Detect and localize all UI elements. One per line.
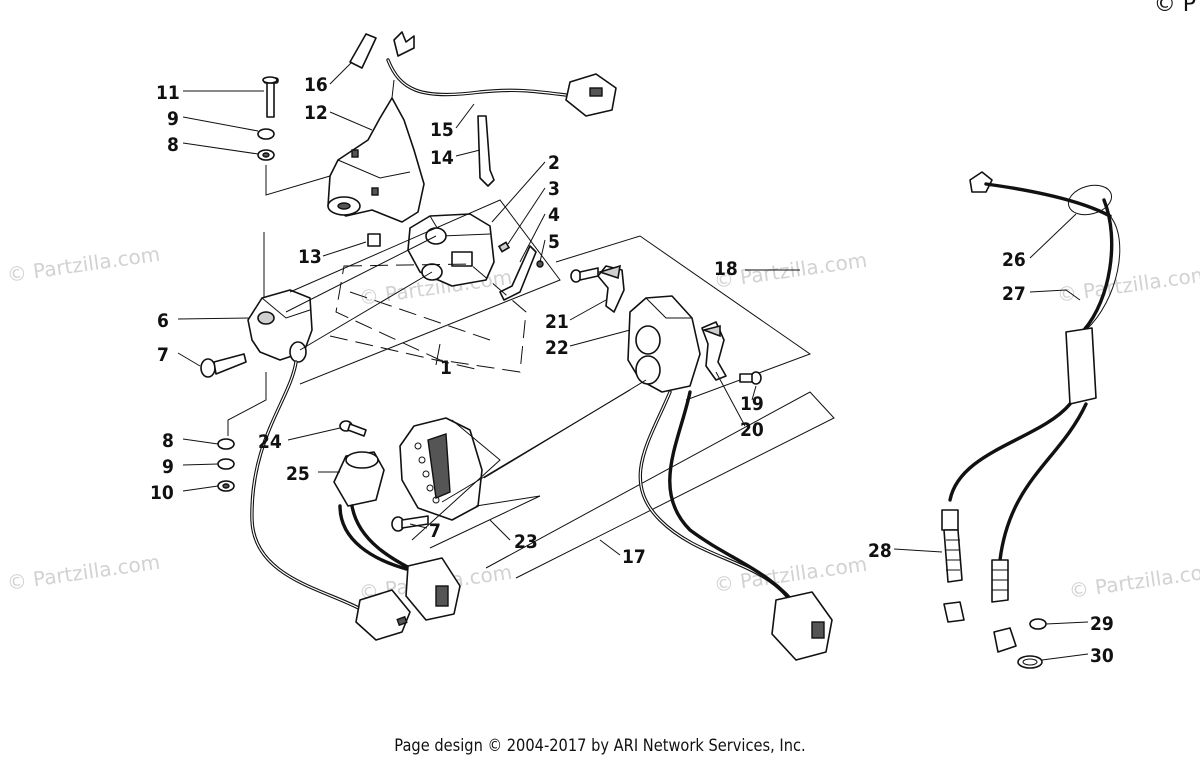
switch-23 [399, 417, 483, 521]
callout-6: 6 [157, 310, 169, 332]
callout-11: 11 [156, 82, 180, 104]
callout-25: 25 [286, 463, 310, 485]
callout-22: 22 [545, 337, 569, 359]
callout-29: 29 [1090, 613, 1114, 635]
switch-body-2 [407, 213, 495, 287]
callout-16: 16 [304, 74, 328, 96]
callout-14: 14 [430, 147, 454, 169]
clamp-12 [327, 79, 425, 223]
terminal-16 [349, 33, 377, 69]
callout-23: 23 [514, 531, 538, 553]
callout-21: 21 [545, 311, 569, 333]
cable-assembly [941, 171, 1121, 669]
contact-4 [499, 245, 537, 301]
callout-9: 9 [167, 108, 179, 130]
washer-9 [257, 128, 275, 140]
page-footer: Page design © 2004-2017 by ARI Network S… [394, 736, 806, 756]
screw-19 [739, 371, 762, 385]
corner-watermark: © P [1153, 0, 1196, 17]
insert-13 [367, 233, 381, 247]
callout-18: 18 [714, 258, 738, 280]
callout-19: 19 [740, 393, 764, 415]
screw-21 [570, 267, 599, 283]
connector-17 [771, 591, 833, 661]
callout-2: 2 [548, 152, 560, 174]
callout-12: 12 [304, 102, 328, 124]
tool-14 [477, 115, 495, 187]
callout-10: 10 [150, 482, 174, 504]
callout-30: 30 [1090, 645, 1114, 667]
callout-9-lower: 9 [162, 456, 174, 478]
bolt-11 [262, 76, 279, 118]
left-switch-assembly [200, 31, 617, 641]
callout-28: 28 [868, 540, 892, 562]
washer-9-lower [217, 458, 235, 470]
adjuster-28 [941, 509, 1017, 653]
oring-30 [1017, 655, 1043, 669]
throttle-assembly [333, 235, 835, 661]
callout-3: 3 [548, 178, 560, 200]
callout-7: 7 [157, 344, 169, 366]
callout-8-lower: 8 [162, 430, 174, 452]
callout-20: 20 [740, 419, 764, 441]
callout-1: 1 [440, 357, 452, 379]
callout-labels: 11 9 8 16 12 15 14 2 3 4 5 13 6 7 1 18 2… [150, 74, 1114, 667]
watermark: © Partzilla.com [5, 242, 161, 287]
end-26 [969, 171, 993, 193]
callout-4: 4 [548, 204, 560, 226]
cable-27 [948, 198, 1114, 562]
clip-29 [1029, 618, 1047, 630]
connector-15 [565, 73, 617, 117]
spring-3 [497, 241, 511, 253]
watermark: © Partzilla.com [5, 550, 161, 595]
housing-6 [247, 289, 313, 363]
leader-lines [177, 61, 1089, 661]
cap-25 [333, 451, 385, 507]
screw-7-lower [391, 515, 429, 532]
washer-8-lower [217, 438, 235, 450]
screw-7 [200, 353, 247, 378]
connector-left [355, 589, 411, 641]
watermark: © Partzilla.com [1067, 558, 1200, 603]
callout-26: 26 [1002, 249, 1026, 271]
callout-24: 24 [258, 431, 282, 453]
watermark: © Partzilla.com [1055, 262, 1200, 307]
callout-8: 8 [167, 134, 179, 156]
callout-5: 5 [548, 231, 560, 253]
callout-7-lower: 7 [429, 520, 441, 542]
screw-24 [339, 420, 367, 437]
connector-25 [405, 557, 461, 621]
callout-27: 27 [1002, 283, 1026, 305]
callout-17: 17 [622, 546, 646, 568]
callout-13: 13 [298, 246, 322, 268]
throttle-housing [627, 295, 701, 393]
callout-15: 15 [430, 119, 454, 141]
